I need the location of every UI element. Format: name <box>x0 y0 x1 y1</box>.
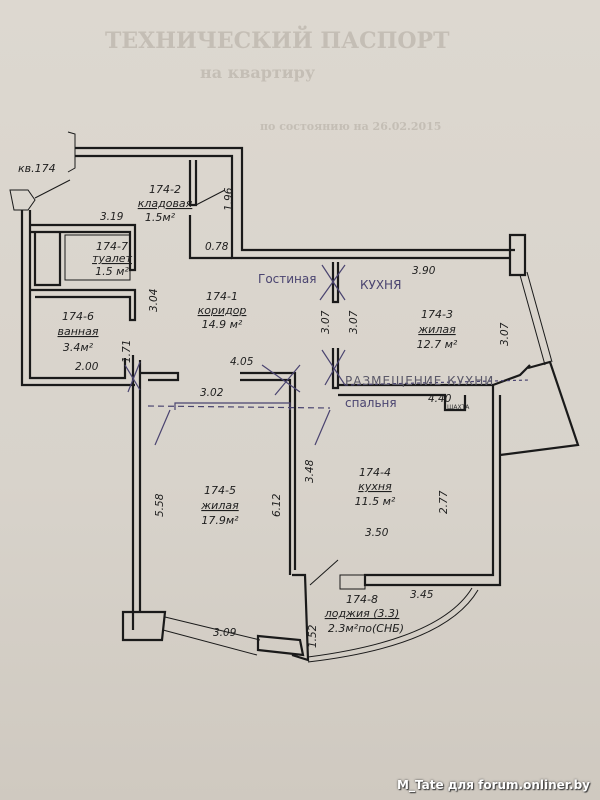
dimension: 3.04 <box>148 289 160 312</box>
doc-state-date: по состоянию на 26.02.2015 <box>260 120 441 133</box>
room-id: 174-3 <box>421 308 453 321</box>
watermark: M_Tate для forum.onliner.by <box>397 778 590 792</box>
dimension: 3.48 <box>304 459 316 483</box>
dimension: 3.07 <box>499 322 511 346</box>
walls <box>9 131 580 663</box>
dimension: 3.09 <box>213 627 237 639</box>
room-area: 11.5 м² <box>355 495 396 508</box>
room-name: кухня <box>358 480 392 493</box>
dimension: 6.12 <box>271 493 283 517</box>
room-174-6: 174-6 ванная 3.4м² <box>58 310 99 354</box>
room-id: 174-2 <box>149 183 181 196</box>
room-area: 1.5м² <box>145 211 176 224</box>
dimension: 3.19 <box>100 211 124 223</box>
room-name: кладовая <box>138 197 193 210</box>
dimension: 3.90 <box>412 265 436 277</box>
shaft-label: ШАХТА <box>447 404 470 411</box>
dimension: 1.52 <box>307 624 319 648</box>
room-174-1: 174-1 коридор 14.9 м² <box>198 290 247 331</box>
room-174-4: 174-4 кухня 11.5 м² <box>355 466 396 508</box>
room-id: 174-7 <box>96 240 128 253</box>
dimension: 1.96 <box>223 187 235 211</box>
room-name: жилая <box>200 499 239 512</box>
room-name: жилая <box>417 323 456 336</box>
room-id: 174-4 <box>359 466 391 479</box>
dimension: 3.50 <box>365 527 389 539</box>
dimension: 3.07 <box>320 310 332 334</box>
room-name: лоджия (3.3) <box>324 607 400 620</box>
dimensions: 3.19 1.96 0.78 3.04 3.90 3.07 3.07 3.07 … <box>75 187 511 648</box>
room-name: коридор <box>198 304 247 317</box>
room-174-3: 174-3 жилая 12.7 м² <box>417 308 458 351</box>
room-id: 174-8 <box>346 593 378 606</box>
handwritten-kitchen-placement: РАЗМЕЩЕНИЕ КУХНИ <box>345 374 494 388</box>
dimension: 2.00 <box>75 361 99 373</box>
room-174-2: 174-2 кладовая 1.5м² <box>138 183 193 224</box>
handwritten-living-room: Гостиная <box>258 272 316 286</box>
dimension: 3.45 <box>410 589 434 601</box>
dimension: 3.07 <box>348 310 360 334</box>
room-area: 3.4м² <box>63 341 94 354</box>
room-id: 174-1 <box>206 290 238 303</box>
room-174-8: 174-8 лоджия (3.3) 2.3м²по(СНБ) <box>324 593 404 635</box>
dimension: 4.05 <box>230 356 254 368</box>
room-id: 174-5 <box>204 484 236 497</box>
handwritten-kitchen: КУХНЯ <box>360 278 401 292</box>
doc-subtitle: на квартиру <box>200 63 316 82</box>
doc-title: ТЕХНИЧЕСКИЙ ПАСПОРТ <box>105 25 450 54</box>
room-area: 2.3м²по(СНБ) <box>328 622 404 635</box>
room-174-7: 174-7 туалет 1.5 м² <box>92 240 132 278</box>
apartment-number: кв.174 <box>18 162 56 175</box>
room-area: 14.9 м² <box>202 318 243 331</box>
dimension: 2.77 <box>438 490 450 514</box>
handwritten-marks <box>124 264 531 446</box>
dimension: 0.78 <box>205 241 229 253</box>
room-area: 17.9м² <box>201 514 239 527</box>
room-174-5: 174-5 жилая 17.9м² <box>200 484 239 527</box>
dimension: 5.58 <box>154 493 166 517</box>
room-name: туалет <box>92 252 132 265</box>
handwritten-bedroom: спальня <box>345 396 397 410</box>
dimension: 1.71 <box>121 340 133 363</box>
room-id: 174-6 <box>62 310 94 323</box>
room-area: 12.7 м² <box>417 338 458 351</box>
dimension: 3.02 <box>200 387 224 399</box>
dimension: 4.40 <box>428 393 452 405</box>
room-name: ванная <box>58 325 99 338</box>
room-area: 1.5 м² <box>95 265 129 278</box>
